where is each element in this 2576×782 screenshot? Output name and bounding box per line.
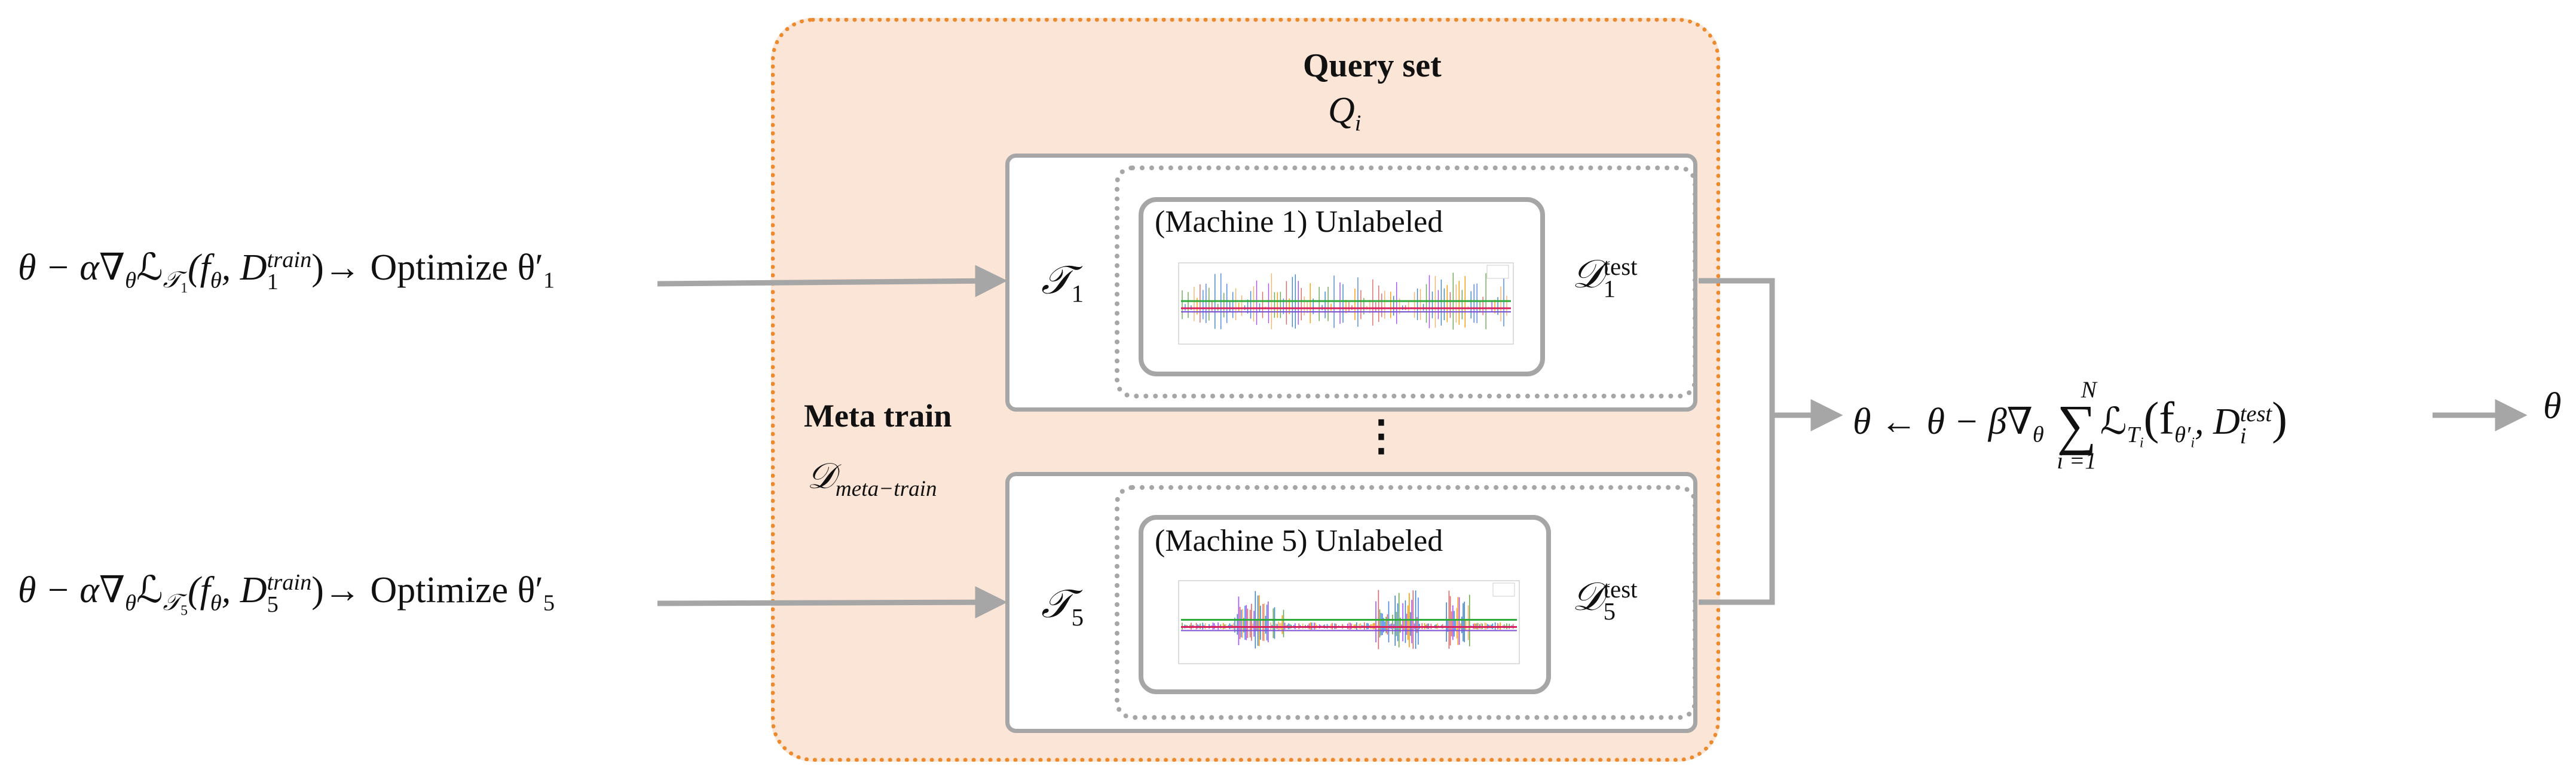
arrow-formula5-to-task5 bbox=[657, 586, 1008, 619]
query-set-title: Query set bbox=[1303, 47, 1442, 84]
machine-5-signal-chart bbox=[1178, 580, 1520, 664]
machine-5-legend bbox=[1492, 582, 1515, 597]
machine-1-signal-chart bbox=[1178, 262, 1514, 345]
task-5-symbol: 𝒯5 bbox=[1041, 581, 1084, 631]
task-5-dotted-region bbox=[1115, 485, 1697, 720]
ellipsis: ⋮ bbox=[1360, 413, 1402, 459]
task-1-dotted-region bbox=[1115, 165, 1697, 398]
machine-1-plot bbox=[1161, 250, 1525, 358]
machine-1-legend bbox=[1486, 265, 1509, 279]
meta-train-symbol: 𝒟meta−train bbox=[807, 455, 937, 501]
query-set-symbol: Qi bbox=[1328, 90, 1362, 136]
task-1-symbol: 𝒯1 bbox=[1041, 257, 1084, 308]
output-theta: θ bbox=[2543, 386, 2562, 427]
machine-5-label: (Machine 5) Unlabeled bbox=[1155, 524, 1443, 558]
machine-5-frame bbox=[1178, 580, 1520, 664]
meta-train-title: Meta train bbox=[804, 398, 952, 434]
machine-5-plot bbox=[1161, 568, 1531, 678]
arrow-formula1-to-task1 bbox=[657, 265, 1008, 298]
machine-1-frame bbox=[1178, 262, 1514, 345]
merge-connector bbox=[1699, 278, 1775, 605]
machine-1-label: (Machine 1) Unlabeled bbox=[1155, 205, 1443, 239]
